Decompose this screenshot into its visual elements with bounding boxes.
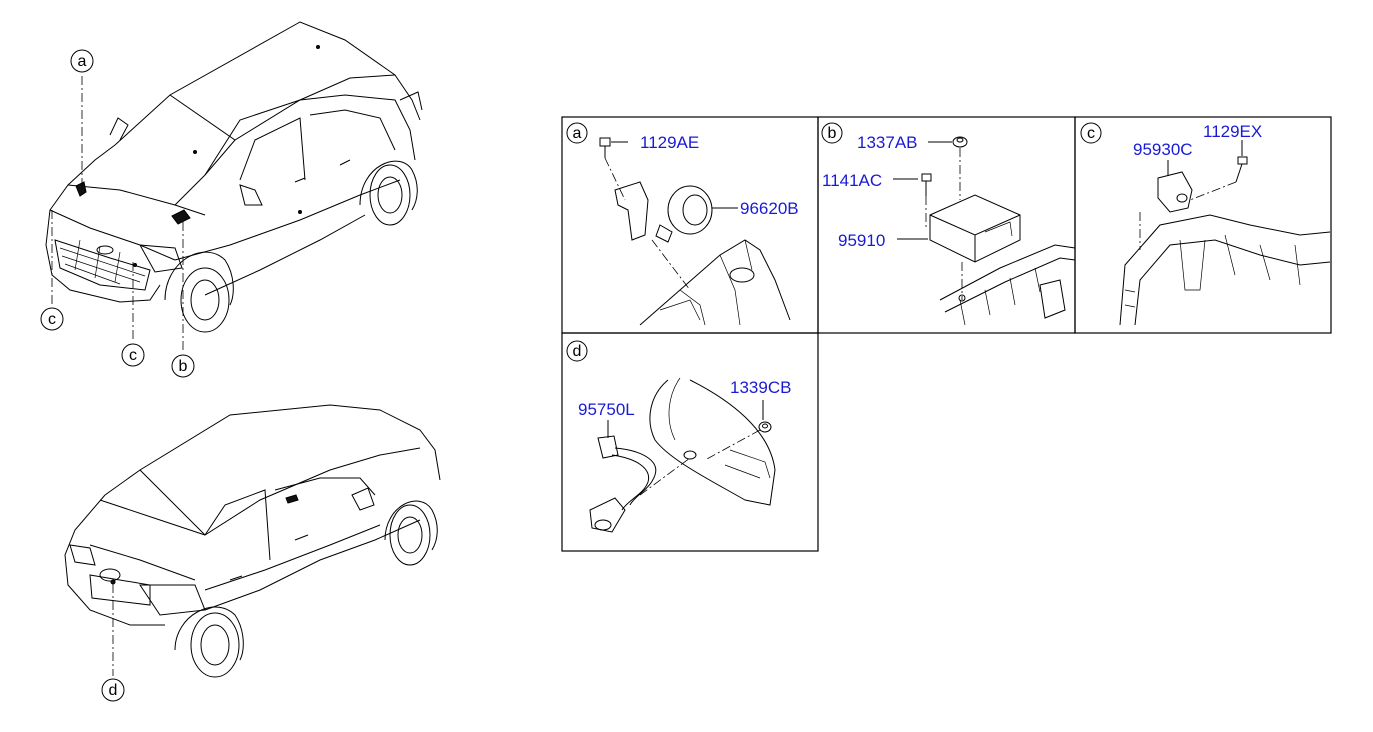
callout-c-text: c	[48, 311, 56, 328]
bolt-1129ex-icon	[1235, 156, 1248, 183]
panel-d-letter: d	[573, 343, 582, 360]
rear-car-illustration	[64, 404, 441, 678]
callout-c-left: c	[40, 307, 64, 331]
front-car-illustration	[45, 21, 423, 352]
panel-c: c 1129EX 95930C	[1074, 116, 1332, 334]
panel-a-letter: a	[573, 125, 582, 142]
part-label-95930c: 95930C	[1133, 140, 1193, 159]
body-structure-c	[1119, 214, 1331, 326]
part-label-96620b: 96620B	[740, 199, 799, 218]
part-label-1129ae: 1129AE	[640, 133, 699, 152]
sensor-95930c-icon	[1157, 171, 1193, 213]
panel-c-letter: c	[1087, 125, 1095, 142]
part-label-1339cb: 1339CB	[730, 378, 791, 397]
nut-1339cb-icon	[758, 421, 772, 433]
callout-b-front: b	[171, 354, 195, 378]
part-label-95910: 95910	[838, 231, 885, 250]
panel-b: b 1337AB 1141AC 95910	[817, 116, 1076, 334]
part-label-1141ac: 1141AC	[822, 171, 882, 190]
callout-a-front: a	[70, 49, 94, 73]
part-label-95750l: 95750L	[578, 400, 635, 419]
panel-b-letter: b	[828, 125, 837, 142]
nut-1337ab-icon	[952, 136, 968, 148]
bolt-1129ae-icon	[599, 137, 611, 158]
horn-96620b-icon	[655, 185, 713, 243]
body-structure-a	[639, 239, 791, 326]
part-label-1337ab: 1337AB	[857, 133, 918, 152]
part-label-1129ex: 1129EX	[1203, 122, 1262, 141]
callout-d-rear: d	[101, 678, 125, 702]
callout-b-text: b	[179, 358, 188, 375]
camera-95750l-icon	[589, 435, 657, 533]
panel-a: a 1129AE 96620B	[561, 116, 819, 334]
bolt-1141ac-icon	[921, 173, 932, 196]
panel-d: d 95750L 1339CB	[561, 332, 819, 552]
tailgate-d	[649, 379, 776, 506]
callout-c-center: c	[121, 343, 145, 367]
callout-a-text: a	[78, 53, 87, 70]
airbag-module-95910-icon	[929, 194, 1021, 263]
callout-c-text: c	[129, 347, 137, 364]
callout-d-text: d	[109, 682, 118, 699]
horn-bracket	[614, 181, 649, 241]
floor-panel-b	[939, 244, 1076, 313]
